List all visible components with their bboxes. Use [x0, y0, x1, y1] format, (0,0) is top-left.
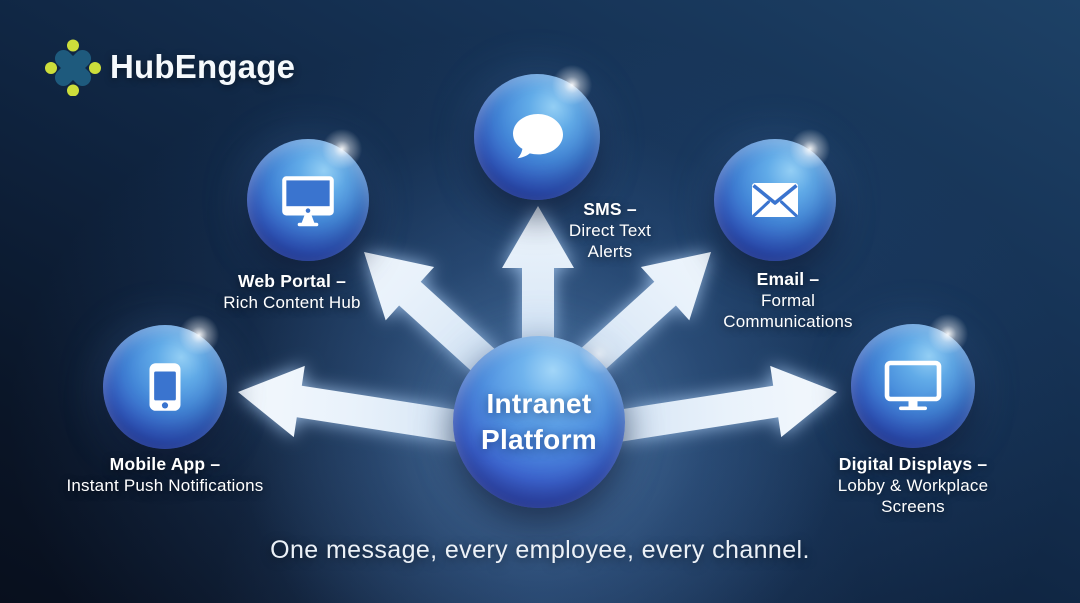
digital-displays-label: Digital Displays – Lobby & Workplace Scr… [837, 454, 989, 517]
node-mobile-app [103, 325, 227, 449]
arrow-to-digital-displays [602, 365, 837, 444]
mobile-app-label: Mobile App – Instant Push Notifications [66, 454, 264, 496]
node-web-portal [247, 139, 369, 261]
tagline: One message, every employee, every chann… [270, 536, 810, 564]
hubengage-flower-icon [45, 39, 101, 96]
intranet-platform-hub: Intranet Platform [453, 336, 625, 508]
chat-bubble-icon [513, 114, 563, 159]
smartphone-icon [149, 363, 181, 411]
email-label: Email – Formal Communications [723, 269, 853, 332]
arrow-to-web-portal [364, 252, 516, 392]
hub-title: Intranet Platform [481, 388, 597, 455]
sms-label: SMS – Direct Text Alerts [568, 199, 652, 262]
desktop-monitor-icon [282, 176, 334, 227]
tv-screen-icon [884, 360, 942, 411]
arrow-to-mobile-app [238, 365, 473, 444]
web-portal-label: Web Portal – Rich Content Hub [223, 271, 361, 313]
hubengage-logo: HubEngage [44, 38, 295, 96]
node-email [714, 139, 836, 261]
node-sms [474, 74, 600, 200]
logo-text: HubEngage [110, 48, 296, 85]
arrow-to-sms [502, 206, 574, 360]
node-digital-displays [851, 324, 975, 448]
envelope-icon [752, 183, 798, 217]
